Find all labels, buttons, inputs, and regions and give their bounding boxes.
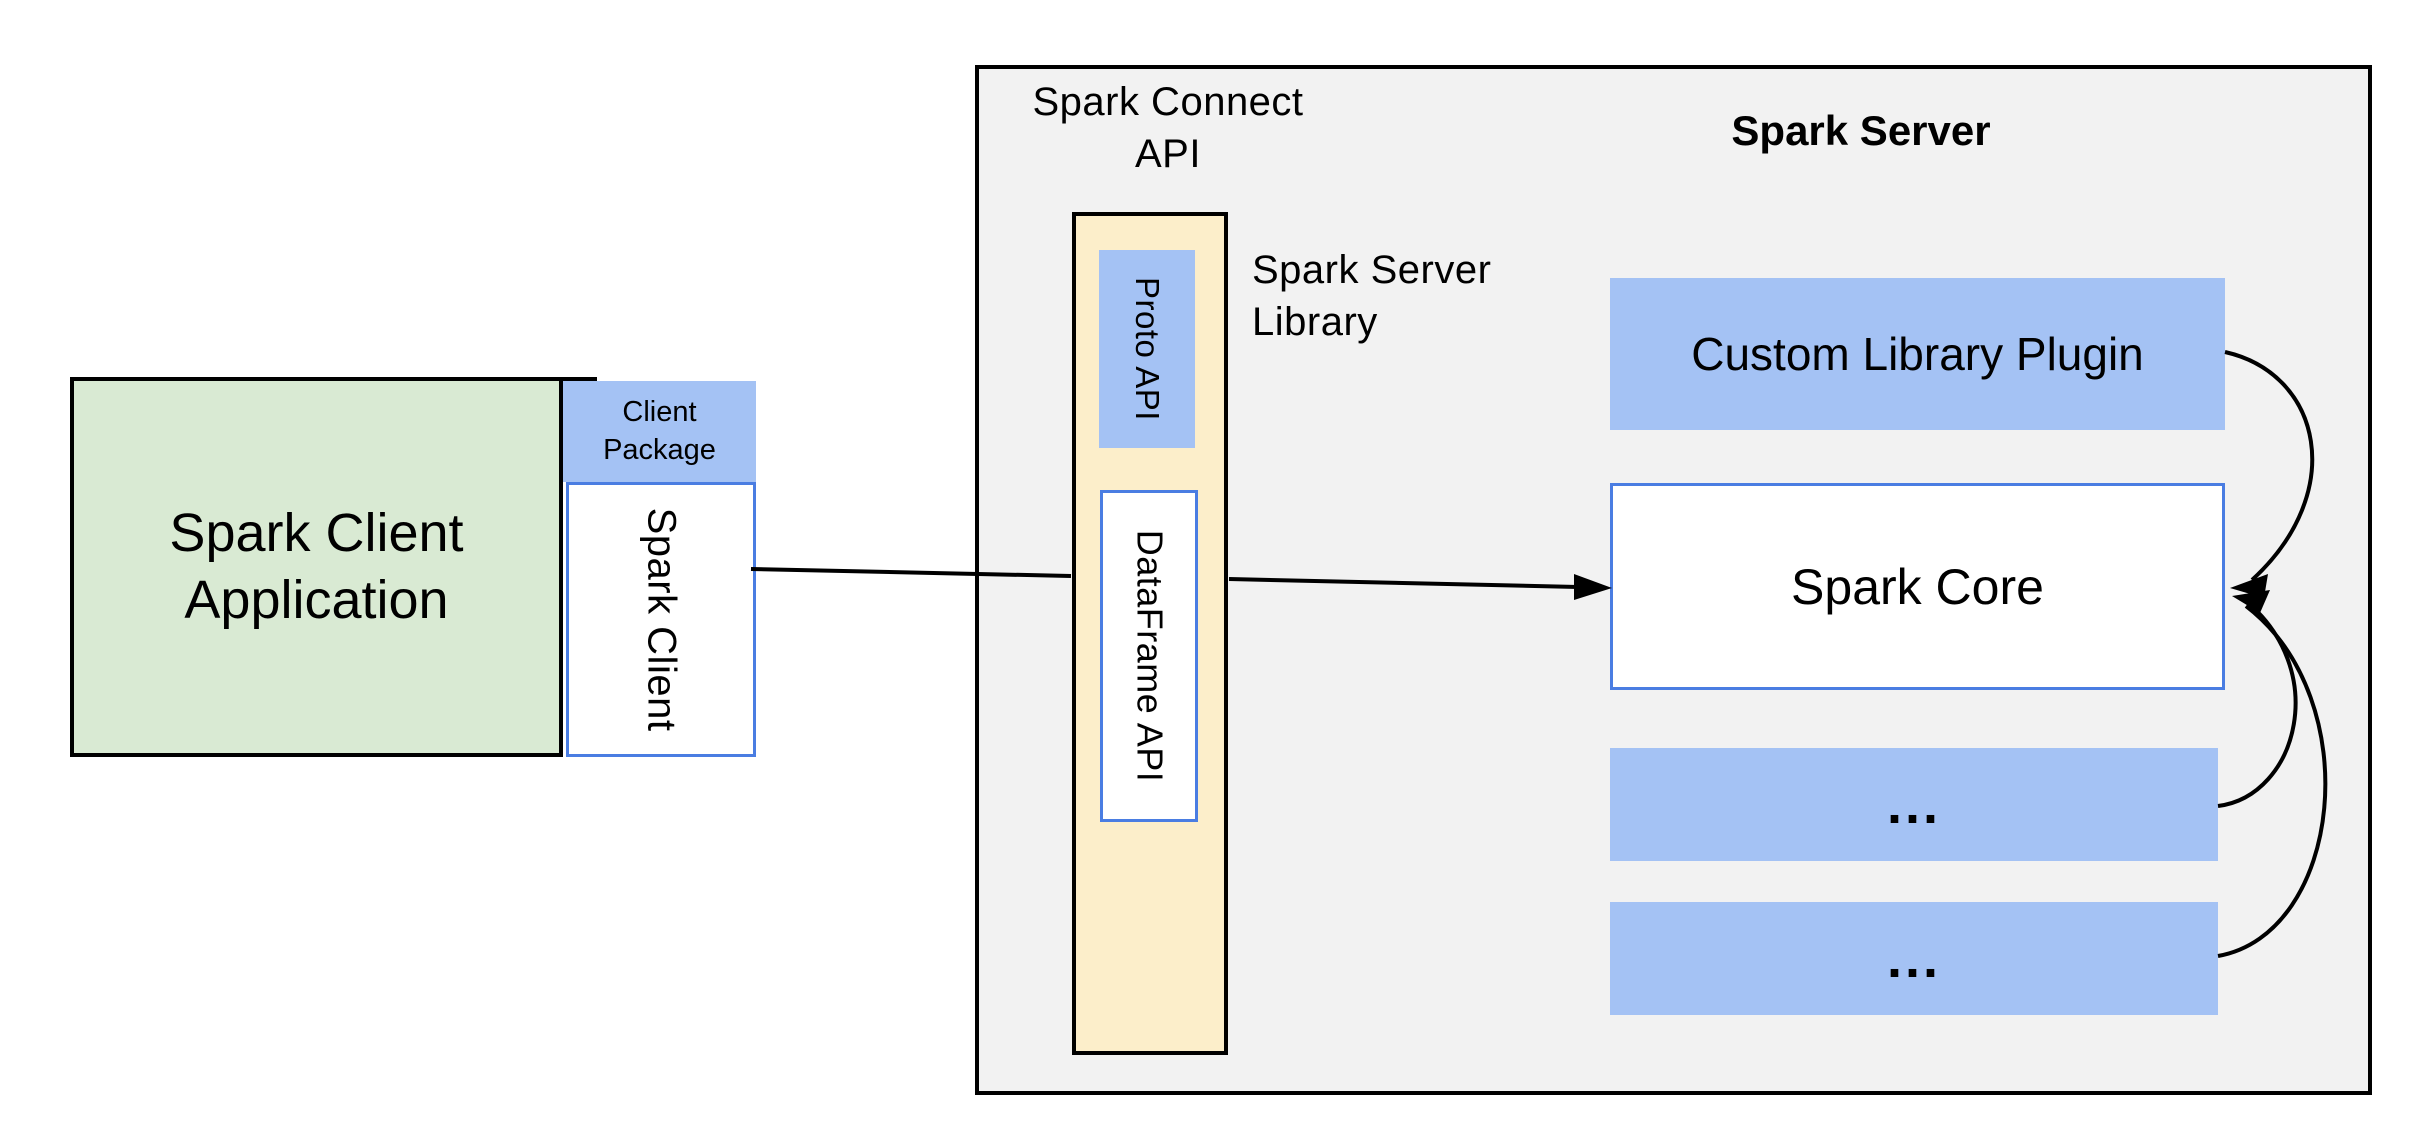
plugin-slot-2-box: ... [1610,902,2218,1015]
spark-client-box: Spark Client [566,482,756,757]
client-package-label: Client Package [603,395,716,466]
spark-server-title: Spark Server [1731,107,1991,154]
plugin-slot-1-box: ... [1610,748,2218,861]
custom-library-plugin-label: Custom Library Plugin [1691,328,2144,380]
proto-api-box: Proto API [1099,250,1195,448]
spark-core-box: Spark Core [1610,483,2225,690]
proto-api-label: Proto API [1129,277,1167,421]
plugin-slot-1-label: ... [1886,774,1941,835]
dataframe-api-label: DataFrame API [1129,529,1170,783]
client-application-box: Spark Client Application [70,377,563,757]
dataframe-api-box: DataFrame API [1100,490,1198,822]
client-package-box: Client Package [563,381,756,482]
spark-server-library-label: Spark Server Library [1252,248,1492,344]
client-application-label: Spark Client Application [169,502,464,631]
spark-core-label: Spark Core [1791,558,2044,615]
spark-client-label: Spark Client [639,507,684,732]
border-overshoot-line [559,377,597,381]
spark-connect-api-title: Spark Connect API [1032,80,1304,176]
plugin-slot-2-label: ... [1886,928,1941,989]
custom-library-plugin-box: Custom Library Plugin [1610,278,2225,430]
